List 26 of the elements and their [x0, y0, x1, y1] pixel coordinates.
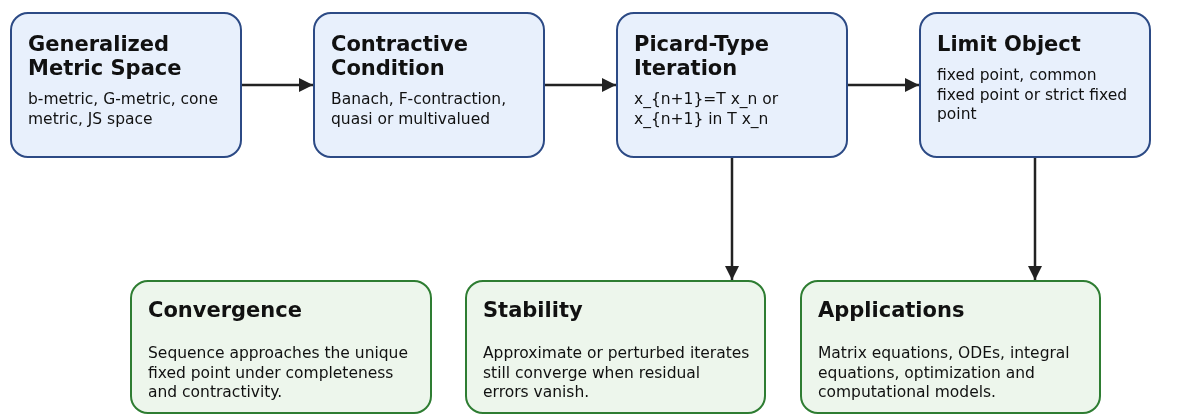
- outcome-box: [800, 280, 1101, 414]
- process-box: [616, 12, 848, 158]
- box-title: Generalized Metric Space: [28, 32, 183, 81]
- box-title: Contractive Condition: [331, 32, 469, 81]
- process-box: [10, 12, 242, 158]
- arrow: [242, 78, 313, 92]
- arrow: [725, 158, 739, 280]
- box-description: b-metric, G-metric, cone metric, JS space: [28, 90, 219, 130]
- box-title: Stability: [483, 298, 584, 323]
- box-title: Applications: [818, 298, 966, 323]
- arrow: [1028, 158, 1042, 280]
- outcome-box: [465, 280, 766, 414]
- box-description: Approximate or perturbed iterates still converge when residual errors vanish.: [483, 344, 750, 403]
- box-description: fixed point, common fixed point or strict fixed point: [937, 66, 1129, 125]
- box-description: Matrix equations, ODEs, integral equations, optimization and computational models.: [818, 344, 1071, 403]
- box-title: Limit Object: [937, 32, 1082, 57]
- box-description: Sequence approaches the unique fixed point under completeness and contractivity.: [148, 344, 409, 403]
- arrow: [848, 78, 919, 92]
- box-description: Banach, F-contraction, quasi or multivalued: [331, 90, 508, 130]
- box-title: Picard-Type Iteration: [634, 32, 771, 81]
- arrow: [545, 78, 616, 92]
- process-box: [313, 12, 545, 158]
- box-description: x_{n+1}=T x_n or x_{n+1} in T x_n: [634, 90, 780, 130]
- box-title: Convergence: [148, 298, 303, 323]
- outcome-box: [130, 280, 432, 414]
- process-box: [919, 12, 1151, 158]
